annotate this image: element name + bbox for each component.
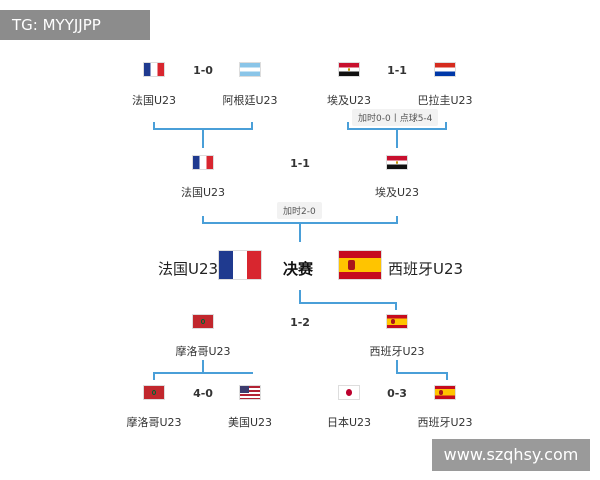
final-title: 决赛	[283, 260, 314, 278]
france-flag	[143, 62, 165, 77]
spain-flag	[386, 314, 408, 329]
extra-time-note: 加时0-0丨点球5-4	[352, 109, 439, 126]
bracket-line	[153, 372, 155, 380]
bracket-line	[396, 216, 398, 224]
bracket-line	[395, 302, 397, 310]
match-score: 1-0	[193, 64, 213, 77]
bracket-line	[299, 290, 301, 304]
argentina-flag	[239, 62, 261, 77]
bracket-line	[202, 360, 204, 372]
team-name: 法国U23	[180, 186, 226, 199]
bracket-line	[153, 372, 253, 374]
match-score: 1-2	[290, 316, 310, 329]
team-name: 埃及U23	[326, 94, 372, 107]
bracket-line	[299, 222, 301, 242]
match-score: 1-1	[290, 157, 310, 170]
match-score: 1-1	[387, 64, 407, 77]
team-name: 西班牙U23	[417, 416, 473, 429]
team-name: 埃及U23	[374, 186, 420, 199]
team-name: 美国U23	[227, 416, 273, 429]
bracket-line	[396, 372, 448, 374]
bracket-line	[202, 128, 204, 148]
bracket-line	[347, 122, 349, 130]
bracket-line	[445, 122, 447, 130]
bracket-line	[251, 122, 253, 130]
egypt-flag	[338, 62, 360, 77]
usa-flag	[239, 385, 261, 400]
morocco-flag	[143, 385, 165, 400]
bracket-line	[396, 360, 398, 372]
team-name: 法国U23	[131, 94, 177, 107]
bracket-line	[446, 372, 448, 380]
finalist-name: 西班牙U23	[388, 260, 464, 278]
spain-flag	[338, 250, 382, 280]
egypt-flag	[386, 155, 408, 170]
team-name: 阿根廷U23	[222, 94, 278, 107]
team-name: 西班牙U23	[369, 345, 425, 358]
paraguay-flag	[434, 62, 456, 77]
bracket-line	[202, 216, 204, 224]
bracket-line	[299, 302, 397, 304]
watermark-bottom-right: www.szqhsy.com	[432, 439, 590, 471]
japan-flag	[338, 385, 360, 400]
team-name: 摩洛哥U23	[126, 416, 182, 429]
bracket-line	[153, 122, 155, 130]
team-name: 巴拉圭U23	[417, 94, 473, 107]
bracket-line	[396, 128, 398, 148]
watermark-top-left: TG: MYYJJPP	[0, 10, 150, 40]
team-name: 摩洛哥U23	[175, 345, 231, 358]
france-flag	[192, 155, 214, 170]
match-score: 0-3	[387, 387, 407, 400]
france-flag	[218, 250, 262, 280]
finalist-name: 法国U23	[158, 260, 219, 278]
morocco-flag	[192, 314, 214, 329]
spain-flag	[434, 385, 456, 400]
team-name: 日本U23	[326, 416, 372, 429]
extra-time-note: 加时2-0	[277, 202, 322, 219]
match-score: 4-0	[193, 387, 213, 400]
